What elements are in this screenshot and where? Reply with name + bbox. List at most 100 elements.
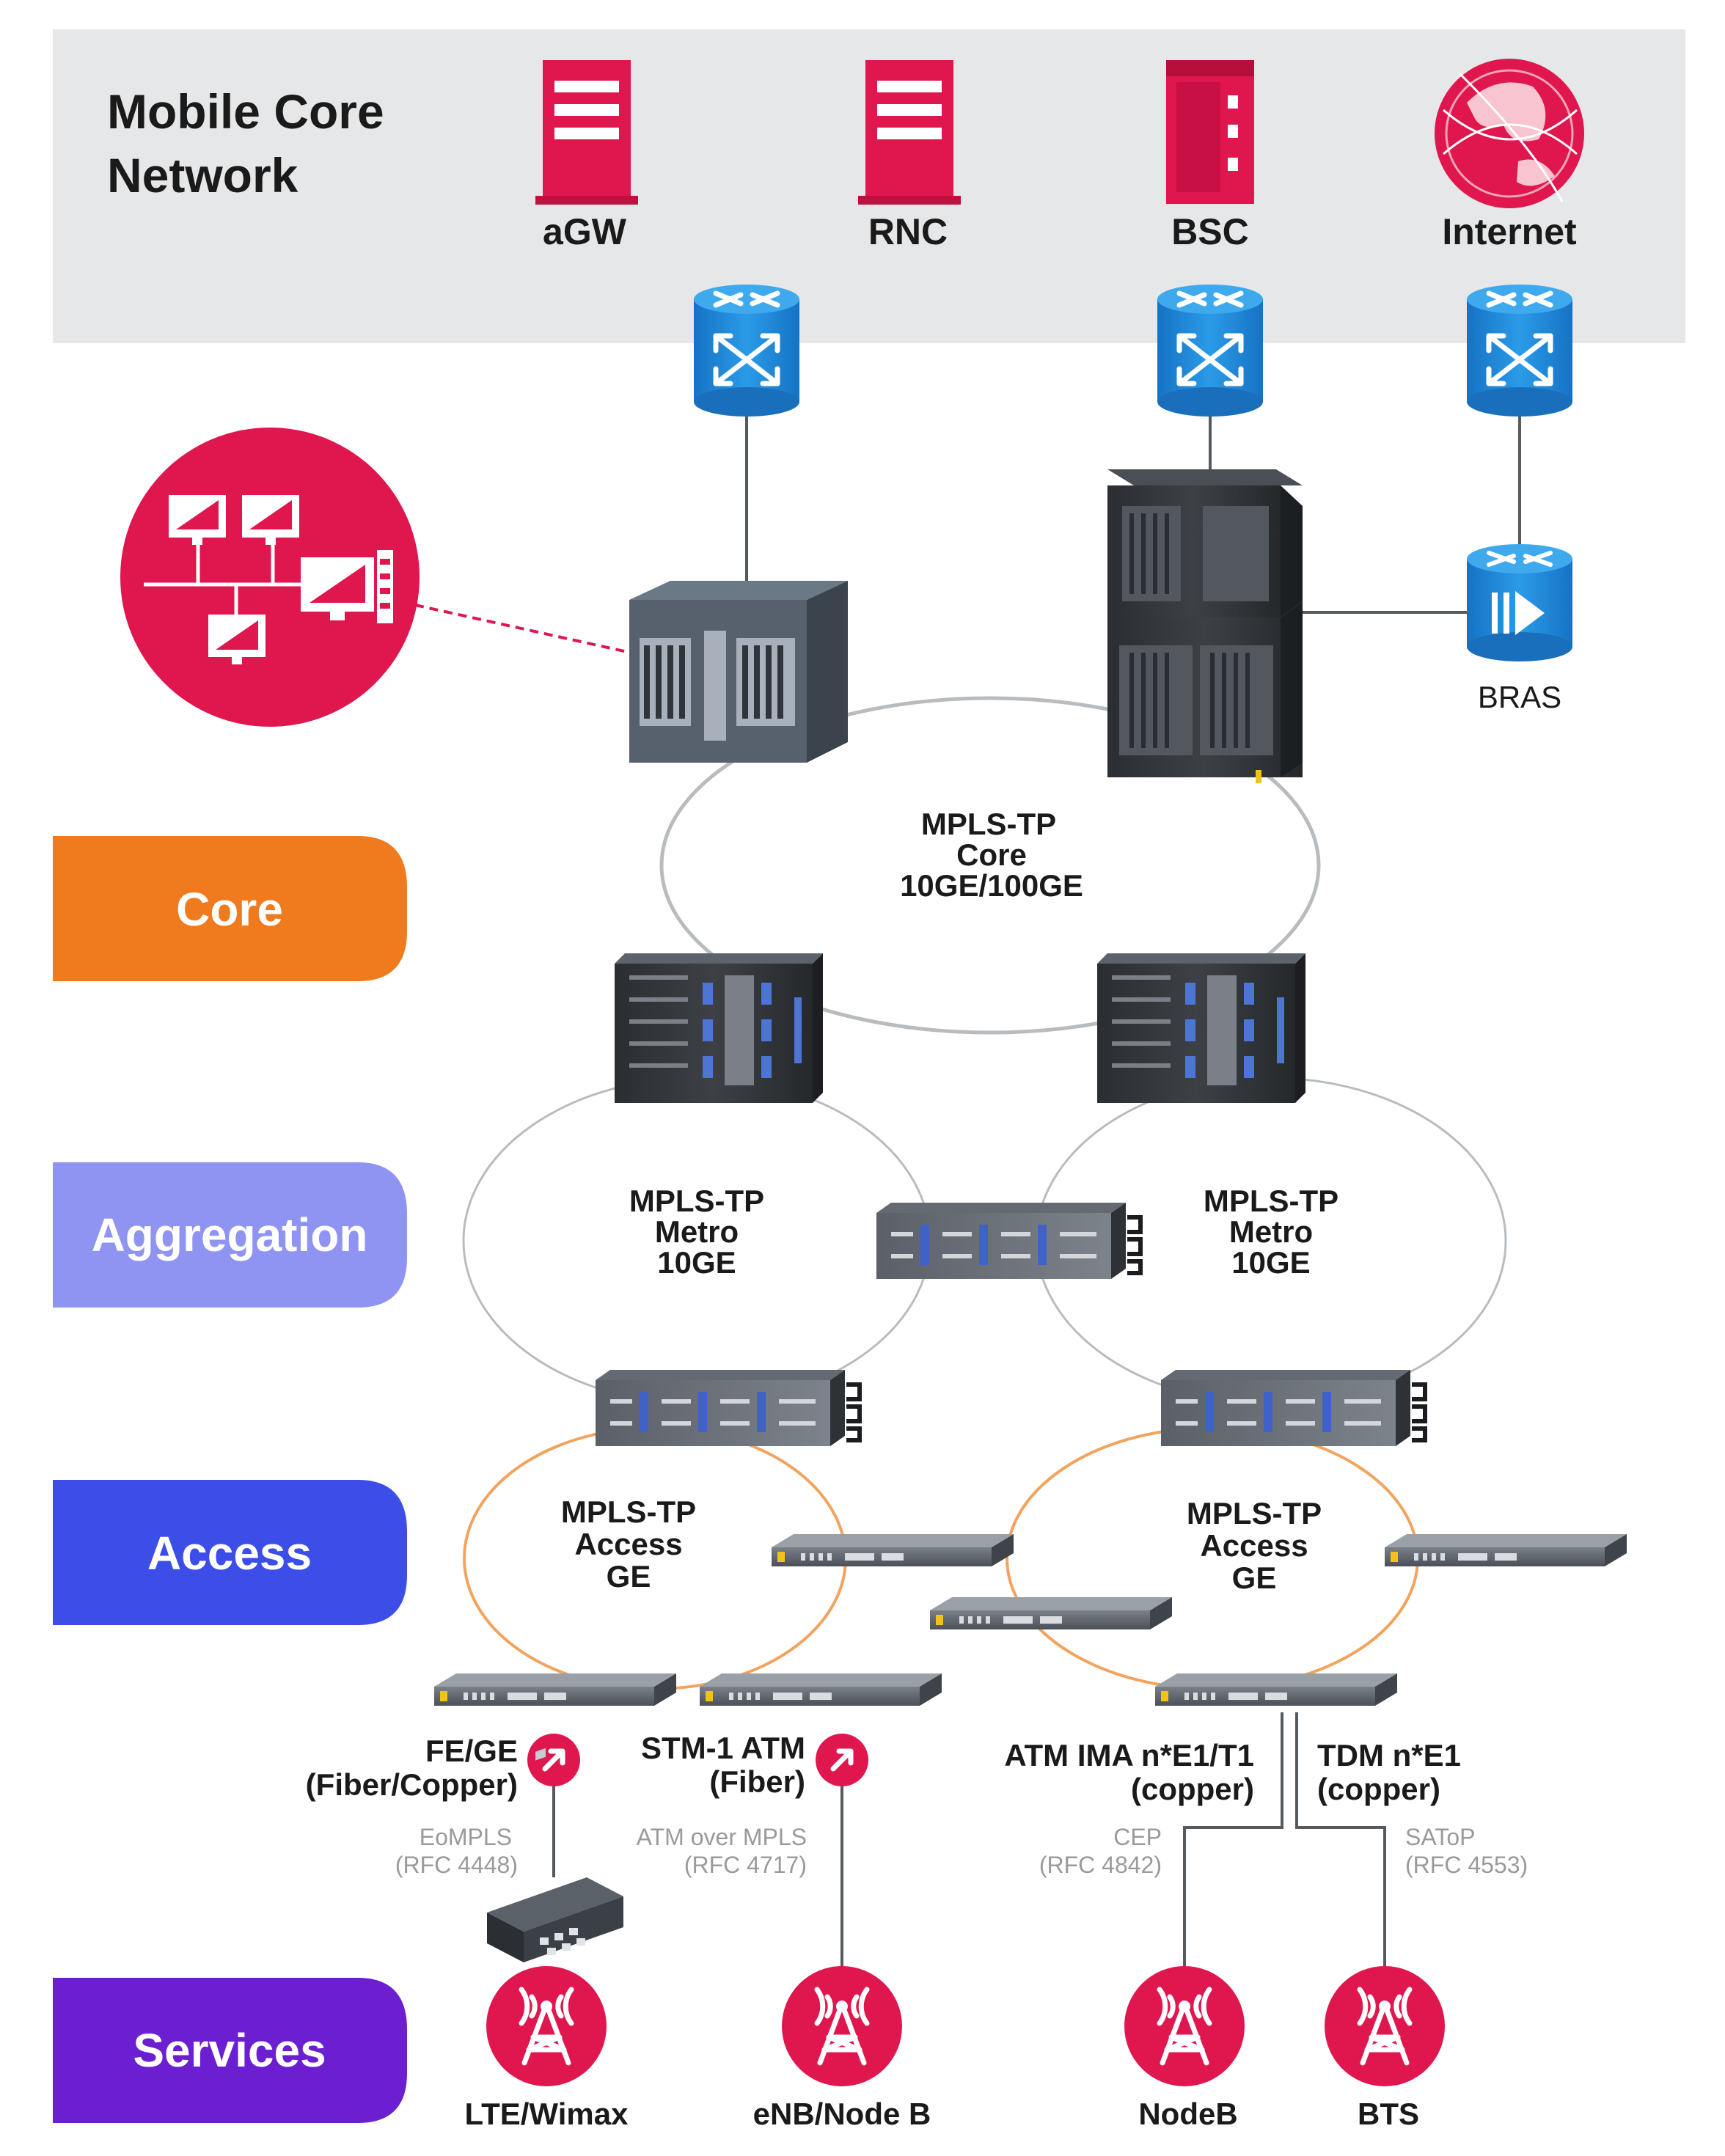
agw-node[interactable]: aGW [535,60,638,252]
router-icon [1157,285,1263,417]
server-icon [535,60,638,205]
interface-fe-ge: FE/GE (Fiber/Copper) EoMPLS (RFC 4448) [306,1734,518,1878]
svg-text:Core: Core [176,883,283,936]
globe-icon [1435,59,1584,208]
switch-icon [1155,1673,1397,1706]
server-icon [858,60,961,205]
core-router-large[interactable] [1107,469,1303,783]
svg-text:(copper): (copper) [1131,1772,1254,1806]
svg-text:(RFC 4842): (RFC 4842) [1039,1852,1162,1878]
svg-text:Core: Core [956,837,1027,872]
bras-node[interactable]: BRAS [1467,544,1572,714]
access-switch-1[interactable] [772,1534,1014,1566]
core-switch-left[interactable] [629,581,848,763]
internet-label: Internet [1442,211,1577,252]
svg-text:Metro: Metro [655,1214,739,1249]
access-right-ring-label: MPLS-TP Access GE [1187,1496,1322,1595]
antenna-tower-icon [1124,1966,1245,2086]
svg-text:(RFC 4717): (RFC 4717) [684,1852,807,1878]
core-ring [659,696,1321,1035]
service-nodeb[interactable]: NodeB [1124,1966,1245,2131]
bsc-label: BSC [1171,211,1249,252]
rnc-node[interactable]: RNC [858,60,961,252]
svg-text:10GE: 10GE [1231,1245,1310,1280]
metro-shared-node[interactable] [876,1203,1140,1279]
internet-node[interactable]: Internet [1435,59,1584,252]
svg-text:MPLS-TP: MPLS-TP [561,1495,696,1529]
service-label: LTE/Wimax [465,2097,629,2131]
interface-stm1: STM-1 ATM (Fiber) ATM over MPLS (RFC 471… [637,1731,807,1878]
core-panel-title: Mobile Core [107,84,384,139]
access-aggregation-left[interactable] [596,1370,860,1446]
svg-text:Access: Access [147,1527,312,1580]
antenna-tower-icon [1325,1966,1445,2086]
metro-right-ring-label: MPLS-TP Metro 10GE [1204,1184,1338,1280]
band-access: Access [53,1480,407,1625]
access-aggregation-right[interactable] [1161,1370,1425,1446]
svg-text:MPLS-TP: MPLS-TP [1187,1496,1322,1530]
svg-text:GE: GE [607,1559,651,1594]
switch-icon [700,1673,942,1706]
svg-text:MPLS-TP: MPLS-TP [629,1184,764,1218]
network-management-node[interactable] [120,428,420,727]
arrow-icon [527,1734,580,1786]
stm1-arrow-badge [816,1734,868,1786]
nms-circle [120,428,420,727]
computers-network-icon [144,495,393,664]
access-switch-4[interactable] [434,1673,676,1706]
access-switch-2[interactable] [930,1597,1172,1629]
switch-icon [1385,1534,1627,1566]
service-lte-wimax[interactable]: LTE/Wimax [465,1966,629,2131]
svg-text:ATM over MPLS: ATM over MPLS [637,1824,807,1850]
switch-icon [772,1534,1014,1566]
svg-text:GE: GE [1232,1561,1277,1595]
service-links [552,1712,1386,1969]
switch-icon [876,1203,1140,1279]
access-switch-6[interactable] [1155,1673,1397,1706]
svg-text:SAToP: SAToP [1405,1824,1475,1850]
aggregation-chassis-left[interactable] [615,953,823,1103]
core-router-internet[interactable] [1467,285,1572,417]
core-panel-title-2: Network [107,148,299,202]
svg-text:(Fiber): (Fiber) [709,1764,805,1799]
switch-icon [1161,1370,1425,1446]
svg-text:MPLS-TP: MPLS-TP [1204,1184,1338,1218]
service-bts[interactable]: BTS [1325,1966,1445,2131]
core-router-bsc[interactable] [1157,285,1263,417]
core-router-agw[interactable] [694,285,799,417]
chassis-icon [1097,953,1305,1103]
management-link [414,604,631,654]
svg-text:10GE: 10GE [657,1245,736,1280]
svg-text:(copper): (copper) [1317,1772,1440,1806]
core-ring-label: MPLS-TP Core 10GE/100GE [900,807,1083,903]
band-aggregation: Aggregation [53,1162,407,1308]
service-enb-node-b[interactable]: eNB/Node B [753,1966,931,2131]
arrow-icon [816,1734,868,1786]
antenna-tower-icon [782,1966,902,2086]
bsc-node[interactable]: BSC [1166,60,1254,252]
svg-text:STM-1 ATM: STM-1 ATM [641,1731,805,1765]
rack-icon [1166,60,1254,204]
svg-text:Services: Services [133,2024,326,2077]
metro-left-ring-label: MPLS-TP Metro 10GE [629,1184,764,1280]
interface-tdm: TDM n*E1 (copper) SAToP (RFC 4553) [1317,1738,1528,1878]
fe-ge-arrow-badge [527,1734,580,1786]
svg-text:MPLS-TP: MPLS-TP [921,807,1056,841]
svg-text:Access: Access [1200,1528,1308,1563]
svg-text:TDM n*E1: TDM n*E1 [1317,1738,1461,1772]
svg-text:EoMPLS: EoMPLS [420,1824,512,1850]
svg-text:(Fiber/Copper): (Fiber/Copper) [306,1767,518,1802]
service-label: eNB/Node B [753,2097,931,2131]
router-icon [694,285,799,417]
cpe-device[interactable] [487,1748,623,1962]
service-label: BTS [1358,2097,1419,2131]
aggregation-chassis-right[interactable] [1097,953,1305,1103]
bras-icon [1467,544,1572,661]
access-switch-5[interactable] [700,1673,942,1706]
access-switch-3[interactable] [1385,1534,1627,1566]
access-left-ring-label: MPLS-TP Access GE [561,1495,696,1594]
switch-icon [930,1597,1172,1629]
switch-icon [434,1673,676,1706]
svg-text:(RFC 4448): (RFC 4448) [395,1852,518,1878]
switch-icon [596,1370,860,1446]
